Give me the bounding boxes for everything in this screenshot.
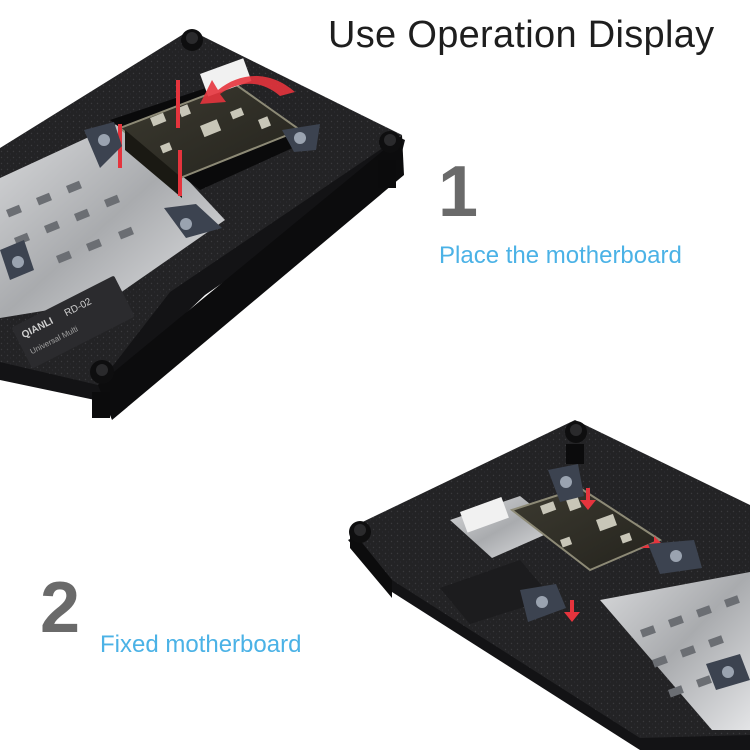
motherboard-top xyxy=(118,58,303,198)
screw-icon xyxy=(90,29,401,384)
fixture-plate-bottom xyxy=(348,420,750,750)
page-title: Use Operation Display xyxy=(328,14,715,56)
step-2-number: 2 xyxy=(40,568,81,648)
clamp-icon xyxy=(520,464,750,690)
clamp-icon xyxy=(0,122,320,280)
sim-card-bottom xyxy=(459,496,509,533)
device-label: QIANLI RD-02 Universal Multi xyxy=(12,276,135,368)
step-1-caption: Place the motherboard xyxy=(439,242,682,269)
step-1-number: 1 xyxy=(438,152,479,232)
motherboard-bottom xyxy=(459,486,663,572)
step-2-caption: Fixed motherboard xyxy=(100,631,302,658)
tray-slots xyxy=(6,180,134,264)
